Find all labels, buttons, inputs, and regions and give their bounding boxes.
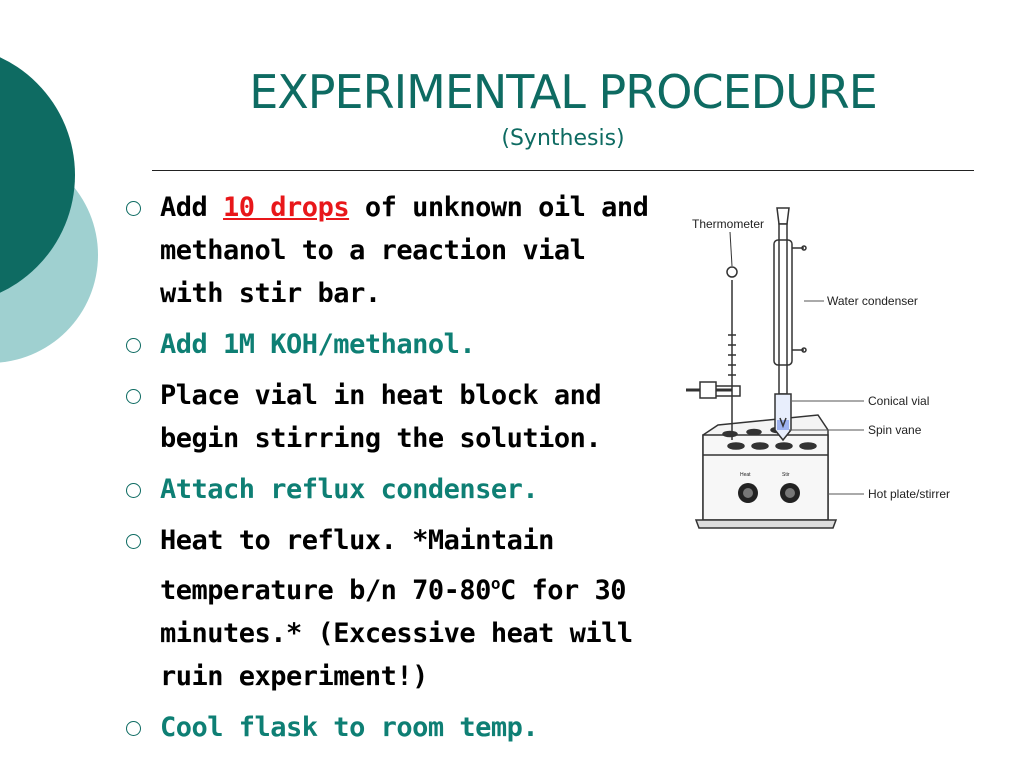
water-condenser	[773, 207, 807, 395]
step-1-highlight: 10 drops	[223, 192, 350, 223]
label-water-condenser: Water condenser	[827, 294, 918, 308]
step-2: Add 1M KOH/methanol.	[120, 323, 660, 366]
bullet-circle-icon	[126, 534, 141, 549]
hot-plate-stirrer	[694, 414, 838, 529]
step-6: Cool flask to room temp.	[120, 706, 660, 749]
label-thermometer: Thermometer	[692, 217, 764, 231]
heat-knob-label: Heat	[740, 472, 751, 478]
step-2-text: Add 1M KOH/methanol.	[160, 329, 476, 360]
heat-knob-icon	[738, 483, 758, 503]
decorative-circles	[0, 57, 98, 363]
title-divider	[152, 170, 974, 171]
bullet-circle-icon	[126, 338, 141, 353]
thermometer-leader	[729, 231, 733, 267]
procedure-list: Add 10 drops of unknown oil and methanol…	[120, 186, 660, 757]
bullet-circle-icon	[126, 389, 141, 404]
step-5-text-start: Heat to reflux. *Maintain temperature b/…	[160, 525, 554, 606]
slide-subtitle: (Synthesis)	[501, 126, 625, 151]
label-spin-vane: Spin vane	[868, 423, 922, 437]
degree-symbol: o	[490, 574, 501, 593]
conical-vial	[774, 393, 792, 442]
thermometer	[686, 266, 741, 440]
step-1-text-end: of unknown oil and methanol to a reactio…	[160, 192, 649, 309]
dark-teal-circle	[0, 57, 75, 293]
reflux-apparatus-diagram: Heat Stir Thermometer Wate	[686, 207, 950, 529]
step-1: Add 10 drops of unknown oil and methanol…	[120, 186, 660, 315]
step-3-text: Place vial in heat block and begin stirr…	[160, 380, 602, 454]
stir-knob-label: Stir	[782, 472, 790, 478]
step-5-text-end: C for 30 minutes.* (Excessive heat will …	[160, 575, 633, 692]
stir-knob-icon	[780, 483, 800, 503]
bullet-circle-icon	[126, 483, 141, 498]
step-4: Attach reflux condenser.	[120, 468, 660, 511]
bullet-circle-icon	[126, 201, 141, 216]
step-4-text: Attach reflux condenser.	[160, 474, 539, 505]
step-3: Place vial in heat block and begin stirr…	[120, 374, 660, 460]
slide-title: EXPERIMENTAL PROCEDURE	[249, 65, 878, 119]
step-1-text-start: Add	[160, 192, 224, 223]
label-hot-plate: Hot plate/stirrer	[868, 487, 950, 501]
step-6-text: Cool flask to room temp.	[160, 712, 539, 743]
label-conical-vial: Conical vial	[868, 394, 929, 408]
bullet-circle-icon	[126, 721, 141, 736]
step-5: Heat to reflux. *Maintain temperature b/…	[120, 519, 660, 698]
